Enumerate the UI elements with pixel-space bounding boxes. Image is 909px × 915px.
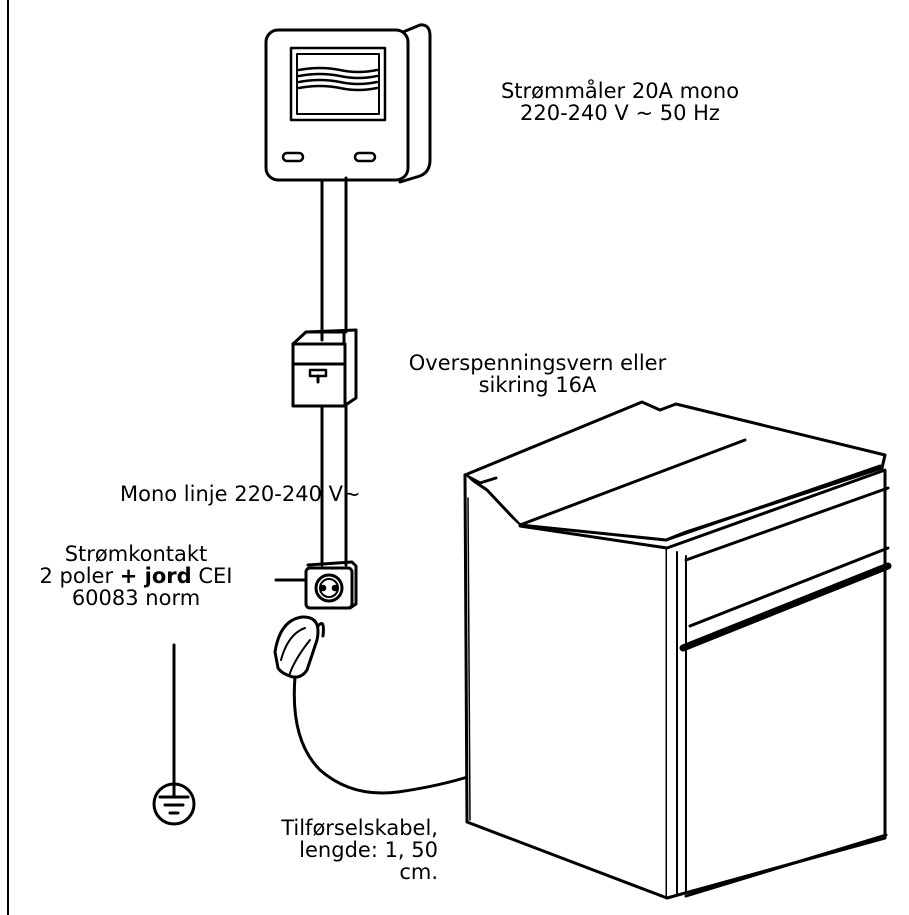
meter-label-line1: Strømmåler 20A mono <box>500 79 740 103</box>
socket-label-suffix: CEI <box>191 564 233 589</box>
wall-socket-icon <box>274 560 358 610</box>
breaker-label: Overspenningsvern eller sikring 16A <box>385 352 690 396</box>
cable-label-line1: Tilførselskabel, <box>281 816 438 840</box>
ground-symbol-icon <box>152 643 196 826</box>
cable-label-line3: cm. <box>399 860 438 885</box>
oven-supply-cable <box>292 675 476 795</box>
socket-label: Strømkontakt 2 poler + jord CEI 60083 no… <box>0 543 272 609</box>
socket-label-prefix: 2 poler <box>39 564 120 589</box>
cable-label-line2: lengde: 1, 50 <box>299 838 438 863</box>
supply-cable <box>320 176 348 567</box>
plug-icon <box>273 615 325 679</box>
socket-label-ground: + jord <box>119 564 192 589</box>
socket-label-line3: 60083 norm <box>71 586 201 611</box>
meter-label: Strømmåler 20A mono 220-240 V ~ 50 Hz <box>470 80 770 124</box>
mono-line-label: Mono linje 220-240 V~ <box>120 482 361 506</box>
socket-label-line2: 2 poler + jord CEI <box>0 565 272 587</box>
socket-label-line1: Strømkontakt <box>64 542 208 566</box>
electricity-meter-icon <box>264 23 432 184</box>
built-in-oven-icon <box>463 400 892 900</box>
breaker-label-line1: Overspenningsvern eller <box>408 351 667 375</box>
breaker-label-line2: sikring 16A <box>478 373 597 398</box>
cable-label: Tilførselskabel, lengde: 1, 50 cm. <box>215 817 438 883</box>
meter-label-line2: 220-240 V ~ 50 Hz <box>520 101 720 126</box>
circuit-breaker-icon <box>291 328 358 408</box>
